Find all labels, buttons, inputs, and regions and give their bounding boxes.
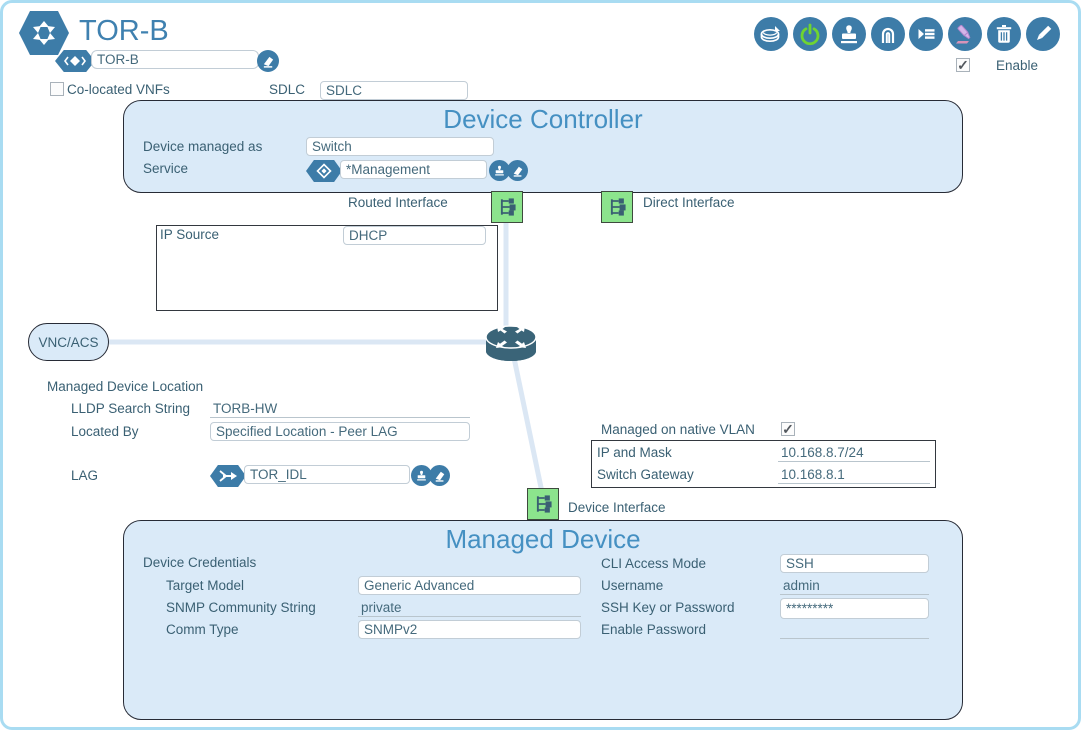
lag-erase-button[interactable] — [429, 465, 450, 486]
comm-type-label: Comm Type — [166, 622, 239, 637]
cli-access-mode-input[interactable] — [780, 554, 929, 573]
username-label: Username — [601, 578, 664, 593]
sdlc-input[interactable] — [320, 81, 468, 100]
service-diamond-icon — [316, 163, 332, 179]
located-by-input[interactable] — [210, 422, 470, 441]
run-list-button[interactable] — [909, 17, 943, 51]
target-model-input[interactable] — [358, 576, 581, 595]
lag-badge-icon — [210, 465, 246, 487]
enable-password-input[interactable] — [780, 620, 929, 639]
comm-type-input[interactable] — [358, 620, 581, 639]
stamp-icon — [417, 470, 426, 481]
network-tree-icon — [536, 495, 552, 513]
highlighter-icon — [956, 24, 971, 44]
enable-password-label: Enable Password — [601, 622, 707, 637]
delete-button[interactable] — [987, 17, 1021, 51]
snmp-community-input[interactable] — [358, 598, 581, 617]
managed-device-title: Managed Device — [445, 524, 641, 554]
power-button[interactable] — [793, 17, 827, 51]
checkmark: ✓ — [782, 421, 794, 437]
lag-input[interactable] — [244, 465, 410, 484]
pencil-icon — [1036, 25, 1052, 41]
name-badge-icon — [55, 50, 95, 72]
edit-button[interactable] — [1026, 17, 1060, 51]
device-interface-label: Device Interface — [568, 500, 666, 515]
network-tree-icon — [610, 198, 626, 216]
erase-name-button[interactable] — [257, 50, 279, 72]
managed-device-location-heading: Managed Device Location — [47, 379, 204, 394]
service-badge-icon — [306, 160, 342, 182]
service-stamp-button[interactable] — [489, 160, 510, 181]
co-located-vnfs-label: Co-located VNFs — [67, 82, 170, 97]
cli-access-mode-label: CLI Access Mode — [601, 556, 707, 571]
native-vlan-checkbox[interactable]: ✓ — [781, 422, 795, 436]
service-label: Service — [143, 161, 189, 176]
device-controller-title: Device Controller — [443, 104, 643, 134]
co-located-vnfs-checkbox[interactable] — [50, 82, 64, 96]
device-controller-panel: Device Controller — [123, 100, 963, 193]
ip-and-mask-label: IP and Mask — [597, 445, 672, 460]
target-model-label: Target Model — [166, 578, 245, 593]
magnet-icon — [881, 27, 895, 43]
vlan-address-box — [591, 440, 936, 488]
device-credentials-heading: Device Credentials — [143, 555, 257, 570]
trash-icon — [996, 25, 1012, 43]
power-icon — [800, 23, 820, 46]
router-icon[interactable] — [484, 321, 538, 367]
snmp-community-label: SNMP Community String — [166, 600, 316, 615]
stamp-icon — [495, 165, 504, 176]
username-input[interactable] — [780, 576, 929, 595]
enable-checkbox[interactable]: ✓ — [956, 58, 970, 72]
ssh-key-password-label: SSH Key or Password — [601, 600, 735, 615]
aperture-icon — [33, 21, 55, 45]
routed-interface-icon[interactable] — [491, 191, 523, 223]
enable-label: Enable — [996, 58, 1039, 73]
switch-gateway-label: Switch Gateway — [597, 467, 694, 482]
ssh-key-password-input[interactable] — [780, 598, 929, 619]
native-vlan-label: Managed on native VLAN — [601, 422, 755, 437]
lldp-search-input[interactable] — [210, 399, 470, 418]
run-list-icon — [918, 29, 935, 39]
device-interface-icon[interactable] — [527, 488, 559, 520]
device-managed-as-input[interactable] — [306, 137, 494, 156]
stamp-icon — [841, 25, 857, 44]
device-hexagon-icon — [19, 11, 69, 55]
vnc-acs-node[interactable]: VNC/ACS — [28, 323, 109, 361]
code-diamond-icon — [64, 56, 86, 66]
highlighter-button[interactable] — [948, 17, 982, 51]
service-erase-button[interactable] — [507, 160, 528, 181]
ip-and-mask-input[interactable] — [778, 443, 930, 462]
routed-interface-label: Routed Interface — [348, 195, 448, 210]
switch-gateway-input[interactable] — [778, 465, 930, 484]
eraser-icon — [435, 471, 444, 482]
eraser-icon — [513, 166, 522, 177]
lag-label: LAG — [71, 468, 99, 483]
direct-interface-icon[interactable] — [601, 191, 633, 223]
database-save-button[interactable] — [754, 17, 788, 51]
database-icon — [760, 26, 780, 43]
magnet-button[interactable] — [871, 17, 905, 51]
device-name-input[interactable] — [91, 50, 259, 69]
device-managed-as-label: Device managed as — [143, 139, 263, 154]
lldp-search-label: LLDP Search String — [71, 401, 191, 416]
connection-lines — [103, 221, 546, 498]
lag-stamp-button[interactable] — [411, 465, 432, 486]
checkmark: ✓ — [957, 57, 969, 73]
page-title: TOR-B — [79, 15, 169, 47]
ip-source-label: IP Source — [160, 227, 220, 242]
network-tree-icon — [500, 198, 516, 216]
located-by-label: Located By — [71, 424, 139, 439]
sdlc-label: SDLC — [269, 82, 306, 97]
stamp-button[interactable] — [832, 17, 866, 51]
vnc-acs-label: VNC/ACS — [38, 334, 99, 350]
eraser-icon — [263, 56, 273, 68]
ip-source-input[interactable] — [343, 226, 486, 245]
service-input[interactable] — [340, 160, 487, 179]
direct-interface-label: Direct Interface — [643, 195, 735, 210]
lag-merge-arrow-icon — [219, 470, 237, 482]
